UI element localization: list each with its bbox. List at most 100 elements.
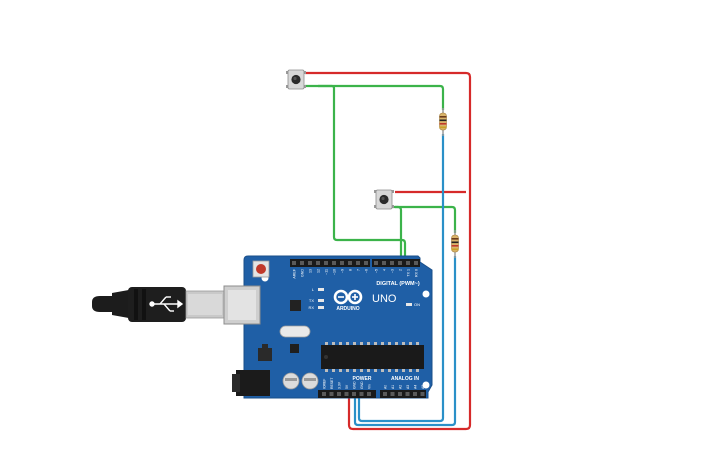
power-pin[interactable] bbox=[322, 392, 326, 396]
digital-pin[interactable] bbox=[348, 261, 352, 265]
atmega-chip bbox=[321, 342, 424, 372]
chip-pin bbox=[325, 342, 328, 345]
digital-pin[interactable] bbox=[364, 261, 368, 265]
mount-hole bbox=[422, 290, 430, 298]
power-label: POWER bbox=[353, 376, 372, 382]
chip-pin bbox=[381, 342, 384, 345]
chip-pin bbox=[395, 369, 398, 372]
pushbutton-2[interactable] bbox=[374, 189, 394, 210]
digital-pin[interactable] bbox=[300, 261, 304, 265]
analog-pin[interactable] bbox=[398, 392, 402, 396]
chip-pin bbox=[402, 369, 405, 372]
analog-pin[interactable] bbox=[383, 392, 387, 396]
power-pin-label: Vin bbox=[368, 384, 372, 389]
chip-pin bbox=[332, 369, 335, 372]
green-wire-button2-to-resistor[interactable] bbox=[395, 205, 457, 233]
chip-pin bbox=[353, 342, 356, 345]
svg-text:RX: RX bbox=[308, 305, 314, 310]
power-pin-label: 3.3V bbox=[338, 381, 342, 389]
digital-pin[interactable] bbox=[382, 261, 386, 265]
digital-pin-label: RX 0 bbox=[415, 269, 419, 277]
analog-label: ANALOG IN bbox=[391, 376, 419, 382]
chip-pin bbox=[409, 369, 412, 372]
digital-header bbox=[290, 259, 420, 267]
led-tx bbox=[318, 299, 324, 302]
analog-pin[interactable] bbox=[413, 392, 417, 396]
blue-wire-resistor2-to-gnd[interactable] bbox=[353, 256, 457, 427]
digital-pin[interactable] bbox=[390, 261, 394, 265]
chip-pin bbox=[402, 342, 405, 345]
analog-pin[interactable] bbox=[390, 392, 395, 396]
digital-pin[interactable] bbox=[398, 261, 402, 265]
digital-pin[interactable] bbox=[340, 261, 344, 265]
dc-power-jack bbox=[236, 370, 270, 396]
green-wire-button1-to-pin[interactable] bbox=[305, 84, 407, 268]
mount-hole bbox=[422, 381, 430, 389]
digital-pin[interactable] bbox=[308, 261, 312, 265]
green-wire-button1-to-resistor[interactable] bbox=[318, 84, 445, 110]
digital-pin-label: ~11 bbox=[325, 269, 329, 275]
digital-pin[interactable] bbox=[356, 261, 360, 265]
digital-pin[interactable] bbox=[406, 261, 410, 265]
crystal-oscillator bbox=[279, 325, 311, 338]
digital-pin-label: ~9 bbox=[341, 269, 345, 273]
digital-pin-label: TX 1 bbox=[407, 269, 411, 277]
usb-symbol-icon bbox=[149, 296, 184, 312]
blue-wire-resistor1-to-gnd[interactable] bbox=[357, 134, 445, 423]
chip-pin bbox=[367, 369, 370, 372]
digital-label: DIGITAL (PWM~) bbox=[376, 281, 420, 287]
chip-pin bbox=[416, 369, 419, 372]
reset-button[interactable] bbox=[252, 260, 270, 278]
chip-pin bbox=[346, 342, 349, 345]
analog-pin-label: A5 bbox=[421, 385, 425, 389]
pushbutton-1[interactable] bbox=[286, 69, 306, 90]
digital-pin[interactable] bbox=[324, 261, 328, 265]
chip-pin bbox=[367, 342, 370, 345]
digital-pin-label: ~3 bbox=[391, 269, 395, 273]
chip-pin bbox=[325, 369, 328, 372]
chip-pin bbox=[388, 369, 391, 372]
digital-pin-label: 2 bbox=[399, 269, 403, 271]
digital-pin[interactable] bbox=[414, 261, 418, 265]
power-pin[interactable] bbox=[367, 392, 371, 396]
capacitor-1 bbox=[282, 372, 300, 390]
analog-pin[interactable] bbox=[420, 392, 425, 396]
power-pin[interactable] bbox=[344, 392, 349, 396]
chip-pin bbox=[388, 342, 391, 345]
resistor-1[interactable] bbox=[439, 108, 447, 136]
analog-pin-label: A2 bbox=[399, 385, 403, 389]
power-pin-label: 5V bbox=[345, 384, 349, 389]
power-pin[interactable] bbox=[329, 392, 334, 396]
svg-text:ON: ON bbox=[414, 302, 420, 307]
digital-pin-label: ~5 bbox=[375, 269, 379, 273]
digital-pin[interactable] bbox=[292, 261, 296, 265]
analog-pin[interactable] bbox=[405, 392, 410, 396]
digital-pin[interactable] bbox=[332, 261, 336, 265]
digital-pin[interactable] bbox=[374, 261, 378, 265]
digital-pin-label: 12 bbox=[317, 269, 321, 273]
digital-pin-label: 13 bbox=[309, 269, 313, 273]
resistor-2[interactable] bbox=[451, 230, 459, 258]
usb-controller-chip bbox=[290, 300, 301, 311]
power-pin[interactable] bbox=[352, 392, 356, 396]
digital-pin[interactable] bbox=[316, 261, 320, 265]
chip-pin bbox=[346, 369, 349, 372]
digital-pin-label: 7 bbox=[357, 269, 361, 271]
analog-pin-label: A4 bbox=[414, 385, 418, 389]
chip-pin bbox=[339, 369, 342, 372]
power-pin[interactable] bbox=[337, 392, 341, 396]
red-wire-button1[interactable] bbox=[305, 71, 472, 431]
chip-pin bbox=[339, 342, 342, 345]
usb-cable[interactable] bbox=[92, 287, 225, 322]
led-on bbox=[406, 303, 412, 306]
digital-pin-label: 4 bbox=[383, 269, 387, 271]
chip-pin bbox=[332, 342, 335, 345]
power-pin[interactable] bbox=[359, 392, 364, 396]
power-pin-label: GND bbox=[353, 381, 357, 389]
board-brand: ARDUINO bbox=[336, 306, 359, 312]
voltage-regulator bbox=[258, 348, 272, 361]
